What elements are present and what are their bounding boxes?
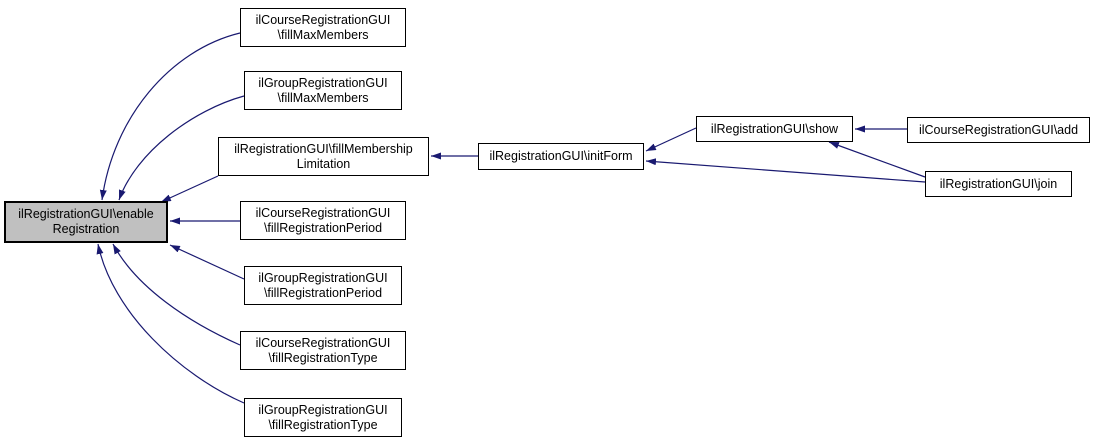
node-group-fillmaxmembers[interactable]: ilGroupRegistrationGUI \fillMaxMembers — [244, 71, 402, 110]
node-label: ilRegistrationGUI\fillMembership — [234, 141, 413, 156]
node-label: \fillMaxMembers — [277, 90, 369, 105]
node-enable-registration[interactable]: ilRegistrationGUI\enable Registration — [4, 201, 168, 243]
node-label: ilCourseRegistrationGUI — [255, 12, 391, 27]
node-initform[interactable]: ilRegistrationGUI\initForm — [478, 143, 644, 170]
edge-join-to-initform — [645, 158, 926, 183]
node-course-fillregistrationtype[interactable]: ilCourseRegistrationGUI \fillRegistratio… — [240, 331, 406, 370]
node-label: \fillRegistrationPeriod — [263, 220, 383, 235]
node-label: ilGroupRegistrationGUI — [258, 75, 388, 90]
node-label: Limitation — [296, 156, 351, 171]
node-label: ilRegistrationGUI\join — [939, 176, 1058, 191]
edge-join-to-show — [828, 141, 926, 178]
node-label: ilGroupRegistrationGUI — [258, 270, 388, 285]
node-group-fillregistrationperiod[interactable]: ilGroupRegistrationGUI \fillRegistration… — [244, 266, 402, 305]
node-course-fillregistrationperiod[interactable]: ilCourseRegistrationGUI \fillRegistratio… — [240, 201, 406, 240]
node-label: \fillRegistrationPeriod — [263, 285, 383, 300]
node-label: \fillRegistrationType — [268, 417, 378, 432]
node-join[interactable]: ilRegistrationGUI\join — [925, 171, 1072, 197]
node-add[interactable]: ilCourseRegistrationGUI\add — [907, 117, 1090, 143]
edge-group-fillregtype-to-enable — [96, 243, 245, 404]
node-label: \fillRegistrationType — [268, 350, 378, 365]
node-group-fillregistrationtype[interactable]: ilGroupRegistrationGUI \fillRegistration… — [244, 398, 402, 437]
node-label: ilCourseRegistrationGUI — [255, 335, 391, 350]
edge-group-fillregperiod-to-enable — [169, 244, 245, 280]
node-label: ilCourseRegistrationGUI — [255, 205, 391, 220]
node-label: ilRegistrationGUI\enable — [18, 207, 154, 221]
edge-fillmembership-to-enable — [160, 175, 219, 203]
node-label: ilCourseRegistrationGUI\add — [918, 122, 1079, 137]
node-label: ilGroupRegistrationGUI — [258, 402, 388, 417]
node-show[interactable]: ilRegistrationGUI\show — [696, 116, 853, 142]
node-fillmembership-limitation[interactable]: ilRegistrationGUI\fillMembership Limitat… — [218, 137, 429, 176]
node-label: ilRegistrationGUI\show — [710, 121, 839, 136]
node-label: Registration — [52, 222, 120, 236]
node-label: \fillMaxMembers — [277, 27, 369, 42]
edge-show-to-initform — [645, 127, 697, 152]
edge-course-fillregtype-to-enable — [112, 243, 241, 346]
node-course-fillmaxmembers[interactable]: ilCourseRegistrationGUI \fillMaxMembers — [240, 8, 406, 47]
node-label: ilRegistrationGUI\initForm — [489, 149, 633, 163]
